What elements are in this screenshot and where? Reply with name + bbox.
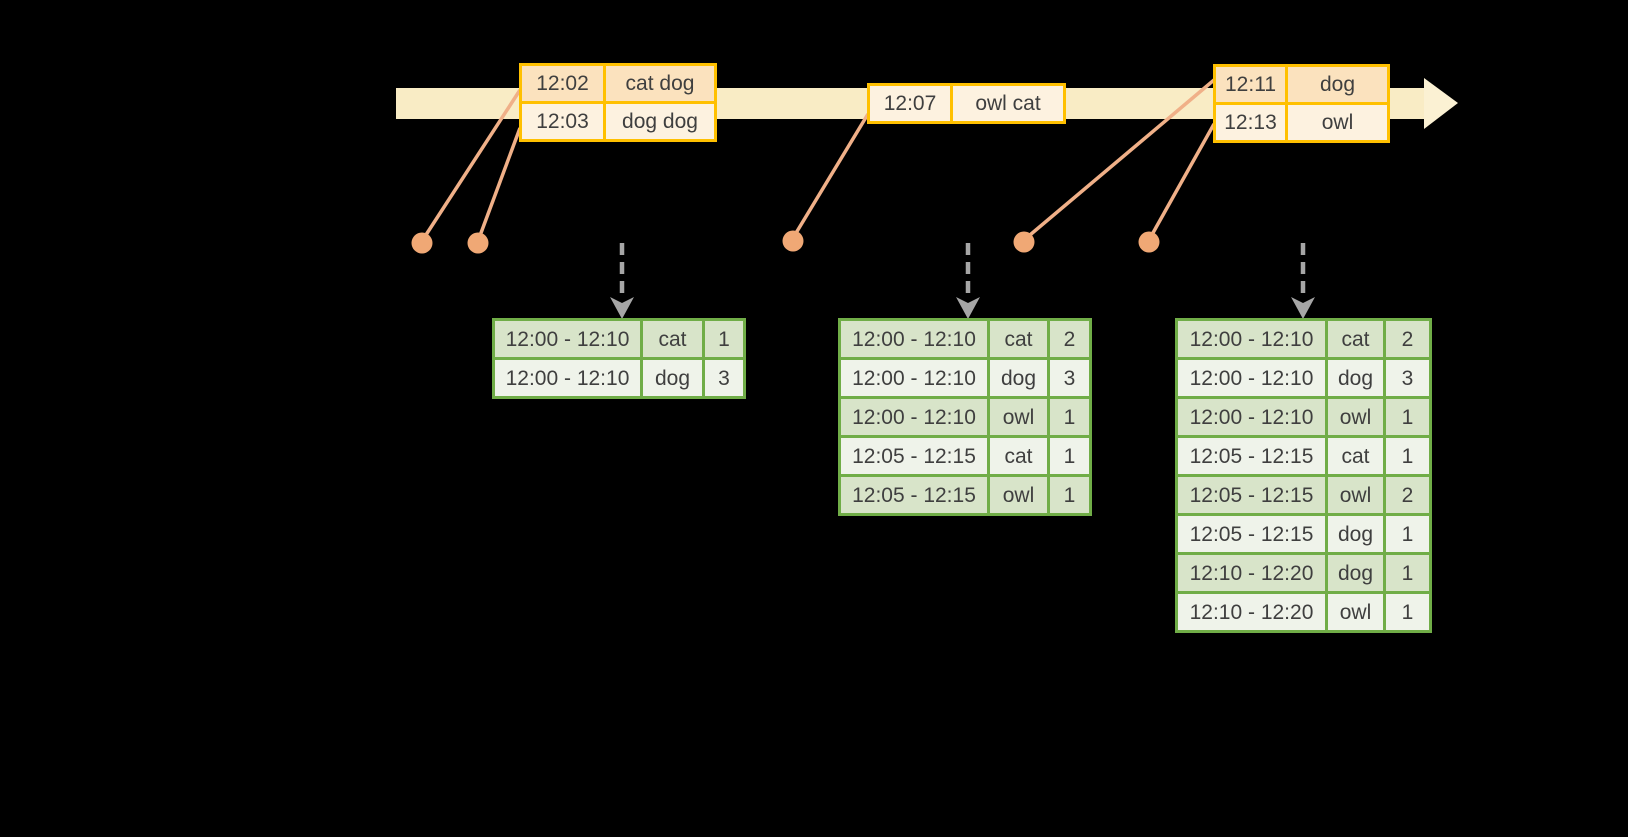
result-word-cell: dog	[1328, 360, 1383, 396]
result-count-cell: 1	[1386, 594, 1429, 630]
result-word-cell: owl	[1328, 399, 1383, 435]
result-count-cell: 1	[1386, 438, 1429, 474]
result-word-cell: cat	[990, 321, 1047, 357]
result-count-cell: 3	[1386, 360, 1429, 396]
result-count-cell: 1	[1386, 516, 1429, 552]
result-word-cell: cat	[1328, 438, 1383, 474]
result-word-cell: dog	[643, 360, 702, 396]
event-dot-1202	[411, 232, 433, 254]
timeline-arrowhead-icon	[1424, 78, 1458, 129]
result-count-cell: 1	[1050, 477, 1089, 513]
event-words-cell: dog dog	[606, 104, 714, 139]
result-window-cell: 12:00 - 12:10	[1178, 399, 1325, 435]
result-window-cell: 12:00 - 12:10	[1178, 360, 1325, 396]
event-words-cell: owl	[1288, 105, 1387, 140]
result-window-cell: 12:00 - 12:10	[1178, 321, 1325, 357]
event-dot-1211	[1013, 231, 1035, 253]
result-word-cell: dog	[1328, 555, 1383, 591]
result-table-3: 12:00 - 12:10 cat 2 12:00 - 12:10 dog 3 …	[1175, 318, 1432, 633]
result-word-cell: owl	[990, 399, 1047, 435]
result-count-cell: 2	[1050, 321, 1089, 357]
event-table-1: 12:02 cat dog 12:03 dog dog	[519, 63, 717, 142]
result-window-cell: 12:05 - 12:15	[841, 477, 987, 513]
event-dot-1207	[782, 230, 804, 252]
result-word-cell: cat	[1328, 321, 1383, 357]
result-count-cell: 1	[1386, 399, 1429, 435]
result-word-cell: cat	[990, 438, 1047, 474]
event-words-cell: dog	[1288, 67, 1387, 102]
event-words-cell: cat dog	[606, 66, 714, 101]
result-word-cell: dog	[990, 360, 1047, 396]
event-time-cell: 12:07	[870, 86, 950, 121]
result-word-cell: owl	[1328, 477, 1383, 513]
result-count-cell: 1	[1386, 555, 1429, 591]
event-dot-1213	[1138, 231, 1160, 253]
result-count-cell: 1	[1050, 399, 1089, 435]
event-dot-1203	[467, 232, 489, 254]
event-time-cell: 12:03	[522, 104, 603, 139]
result-table-2: 12:00 - 12:10 cat 2 12:00 - 12:10 dog 3 …	[838, 318, 1092, 516]
result-count-cell: 3	[1050, 360, 1089, 396]
trigger-arrow-icon-1	[610, 243, 634, 319]
result-word-cell: cat	[643, 321, 702, 357]
result-window-cell: 12:05 - 12:15	[841, 438, 987, 474]
result-count-cell: 3	[705, 360, 743, 396]
trigger-arrow-icon-2	[956, 243, 980, 319]
result-window-cell: 12:00 - 12:10	[495, 360, 640, 396]
event-time-cell: 12:11	[1216, 67, 1285, 102]
event-time-cell: 12:13	[1216, 105, 1285, 140]
result-window-cell: 12:05 - 12:15	[1178, 477, 1325, 513]
result-window-cell: 12:00 - 12:10	[841, 399, 987, 435]
trigger-arrow-icon-3	[1291, 243, 1315, 319]
result-table-1: 12:00 - 12:10 cat 1 12:00 - 12:10 dog 3	[492, 318, 746, 399]
connector-line-1213	[1147, 123, 1216, 241]
event-table-2: 12:07 owl cat	[867, 83, 1066, 124]
event-time-cell: 12:02	[522, 66, 603, 101]
result-count-cell: 2	[1386, 321, 1429, 357]
result-window-cell: 12:10 - 12:20	[1178, 555, 1325, 591]
result-window-cell: 12:00 - 12:10	[841, 321, 987, 357]
result-window-cell: 12:05 - 12:15	[1178, 516, 1325, 552]
result-word-cell: owl	[1328, 594, 1383, 630]
result-count-cell: 2	[1386, 477, 1429, 513]
connector-line-1211	[1022, 78, 1216, 242]
connector-line-1202	[420, 89, 522, 242]
result-window-cell: 12:05 - 12:15	[1178, 438, 1325, 474]
event-table-3: 12:11 dog 12:13 owl	[1213, 64, 1390, 143]
result-word-cell: dog	[1328, 516, 1383, 552]
result-count-cell: 1	[1050, 438, 1089, 474]
connector-line-1203	[476, 127, 522, 242]
result-count-cell: 1	[705, 321, 743, 357]
result-word-cell: owl	[990, 477, 1047, 513]
event-words-cell: owl cat	[953, 86, 1063, 121]
connector-line-1207	[791, 113, 870, 239]
result-window-cell: 12:00 - 12:10	[495, 321, 640, 357]
result-window-cell: 12:10 - 12:20	[1178, 594, 1325, 630]
result-window-cell: 12:00 - 12:10	[841, 360, 987, 396]
